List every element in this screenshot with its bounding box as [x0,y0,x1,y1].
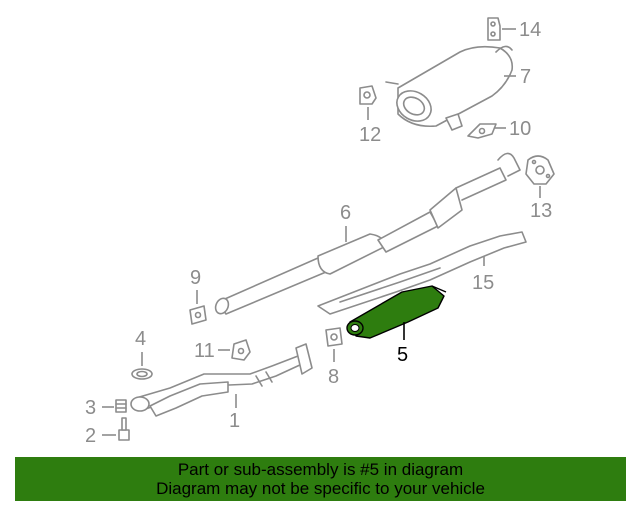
part-15-heat-shield[interactable] [317,231,527,315]
callout-13[interactable]: 13 [530,200,552,222]
notice-line-2: Diagram may not be specific to your vehi… [156,479,485,498]
part-12-hanger[interactable] [359,85,377,105]
callout-7[interactable]: 7 [520,66,531,88]
callout-11[interactable]: 11 [194,340,215,362]
callout-1[interactable]: 1 [229,410,240,432]
part-1-front-pipe[interactable] [130,343,313,417]
part-13-gasket[interactable] [525,155,555,185]
part-7-muffler[interactable] [385,45,514,131]
part-4-gasket[interactable] [131,368,153,380]
part-6-center-pipe[interactable] [213,152,521,315]
part-14-hanger[interactable] [487,17,501,41]
exhaust-parts-diagram: 14 7 12 10 13 6 [85,17,555,447]
callout-12[interactable]: 12 [359,124,381,146]
part-9-gasket[interactable] [189,305,207,325]
callout-8[interactable]: 8 [328,366,339,388]
callout-4[interactable]: 4 [135,328,146,350]
callout-3[interactable]: 3 [85,397,96,419]
callout-6[interactable]: 6 [340,202,351,224]
part-11-hanger[interactable] [231,339,251,361]
callout-10[interactable]: 10 [509,118,531,140]
callout-14[interactable]: 14 [519,19,541,41]
callout-15[interactable]: 15 [472,272,494,294]
part-5-catalytic-converter[interactable] [346,285,447,339]
callout-5[interactable]: 5 [397,344,408,366]
notice-line-1: Part or sub-assembly is #5 in diagram [177,460,464,479]
part-2-bolt[interactable] [118,417,130,441]
part-10-gasket[interactable] [467,123,497,139]
notice-banner: Part or sub-assembly is #5 in diagram Di… [15,457,626,501]
callout-2[interactable]: 2 [85,425,96,447]
callout-9[interactable]: 9 [190,267,201,289]
part-3-spring[interactable] [115,399,127,413]
part-8-gasket[interactable] [325,327,343,347]
